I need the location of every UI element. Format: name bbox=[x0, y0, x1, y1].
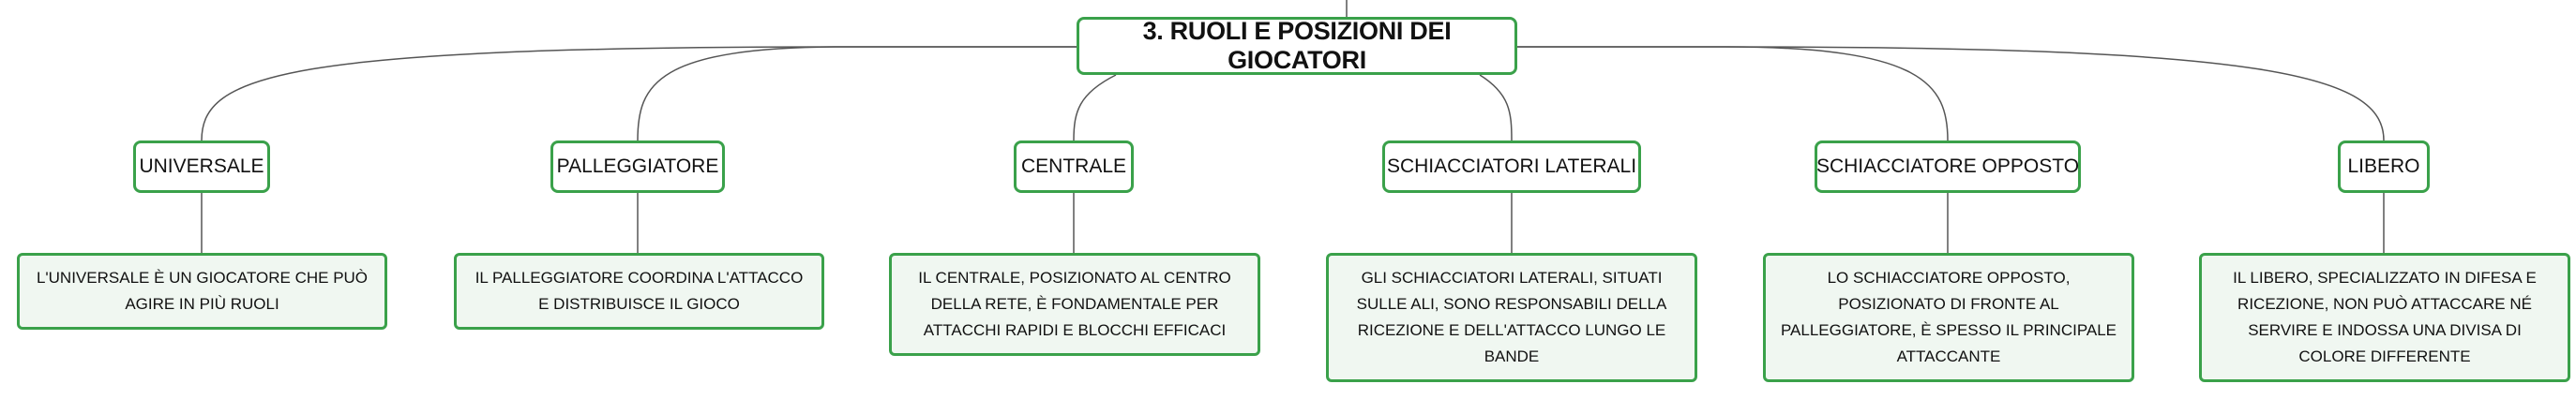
subtopic-centrale-description[interactable]: IL CENTRALE, POSIZIONATO AL CENTRO DELLA… bbox=[889, 253, 1260, 356]
topic-libero[interactable]: LIBERO bbox=[2338, 140, 2430, 193]
connector-root-to-palleggiatore bbox=[637, 46, 1077, 141]
subtopic-universale-description[interactable]: L'UNIVERSALE È UN GIOCATORE CHE PUÒ AGIR… bbox=[17, 253, 387, 330]
subtopic-libero-description[interactable]: IL LIBERO, SPECIALIZZATO IN DIFESA E RIC… bbox=[2199, 253, 2570, 382]
subtopic-palleggiatore-description[interactable]: IL PALLEGGIATORE COORDINA L'ATTACCO E DI… bbox=[454, 253, 824, 330]
subtopic-schiacciatori-laterali-description[interactable]: GLI SCHIACCIATORI LATERALI, SITUATI SULL… bbox=[1326, 253, 1697, 382]
topic-universale[interactable]: UNIVERSALE bbox=[133, 140, 270, 193]
topic-schiacciatore-opposto[interactable]: SCHIACCIATORE OPPOSTO bbox=[1815, 140, 2081, 193]
root-topic[interactable]: 3. RUOLI E POSIZIONI DEI GIOCATORI bbox=[1077, 17, 1517, 75]
topic-centrale[interactable]: CENTRALE bbox=[1014, 140, 1134, 193]
topic-schiacciatori-laterali[interactable]: SCHIACCIATORI LATERALI bbox=[1382, 140, 1641, 193]
connector-root-to-schiacciatori-laterali bbox=[1479, 74, 1513, 141]
connector-root-to-centrale bbox=[1073, 74, 1117, 141]
connector-root-to-universale bbox=[201, 46, 1077, 141]
topic-palleggiatore[interactable]: PALLEGGIATORE bbox=[550, 140, 725, 193]
connector-root-to-schiacciatore-opposto bbox=[1517, 46, 1949, 141]
connector-root-to-libero bbox=[1517, 46, 2385, 141]
subtopic-schiacciatore-opposto-description[interactable]: LO SCHIACCIATORE OPPOSTO, POSIZIONATO DI… bbox=[1763, 253, 2134, 382]
